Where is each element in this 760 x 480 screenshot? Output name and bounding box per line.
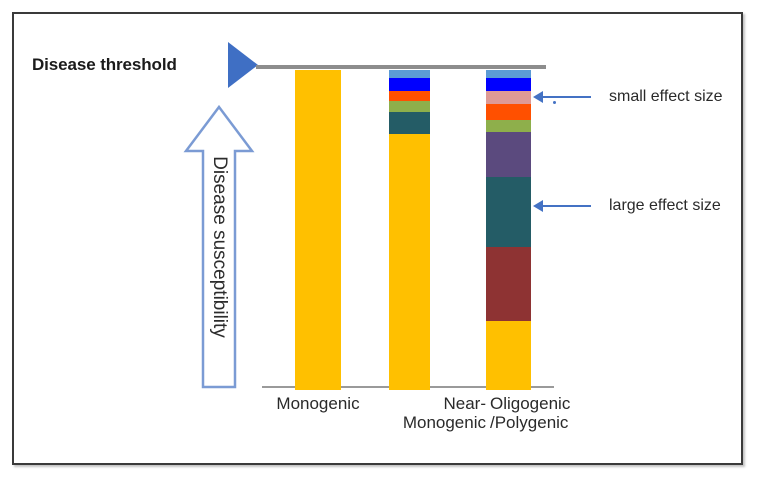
annotation-small-effect-size: small effect size — [533, 85, 723, 109]
bar-segment — [486, 90, 531, 104]
bar-near-monogenic[interactable] — [389, 70, 430, 390]
bar-segment — [389, 100, 430, 112]
annotation-small-effect-size-label: small effect size — [609, 88, 723, 105]
right-triangle-icon — [228, 42, 258, 88]
bar-segment — [486, 78, 531, 91]
category-label-near-monogenic: Near-Monogenic — [368, 394, 486, 432]
bar-segment — [389, 111, 430, 135]
left-arrow-icon — [533, 200, 591, 212]
bar-oligogenic[interactable] — [486, 70, 531, 390]
bar-segment — [295, 70, 341, 390]
bar-segment — [486, 321, 531, 390]
disease-threshold-label: Disease threshold — [32, 55, 177, 74]
bar-segment — [389, 78, 430, 91]
bar-segment — [486, 70, 531, 78]
bar-segment — [486, 103, 531, 120]
bar-monogenic[interactable] — [295, 70, 341, 390]
bar-segment — [389, 70, 430, 78]
category-label-line: /Polygenic — [490, 413, 569, 433]
bar-segment — [486, 177, 531, 247]
bar-segment — [486, 246, 531, 322]
up-arrow-outline-icon — [183, 104, 255, 390]
annotation-large-effect-size: large effect size — [533, 194, 721, 218]
category-label-line: Near- — [443, 394, 486, 413]
bar-segment — [486, 132, 531, 178]
category-label-monogenic: Monogenic — [228, 394, 408, 413]
annotation-dot-icon — [553, 101, 556, 104]
bar-segment — [389, 134, 430, 390]
category-label-line: Monogenic — [276, 394, 360, 413]
category-label-line: Oligogenic — [490, 394, 571, 413]
bar-segment — [389, 90, 430, 101]
disease-threshold-line — [256, 65, 546, 69]
bar-segment — [486, 119, 531, 133]
annotation-large-effect-size-label: large effect size — [609, 197, 721, 214]
category-label-oligogenic: Oligogenic/Polygenic — [490, 394, 610, 432]
left-arrow-icon — [533, 91, 591, 103]
category-label-line: Monogenic — [402, 413, 486, 433]
figure-frame — [12, 12, 743, 465]
